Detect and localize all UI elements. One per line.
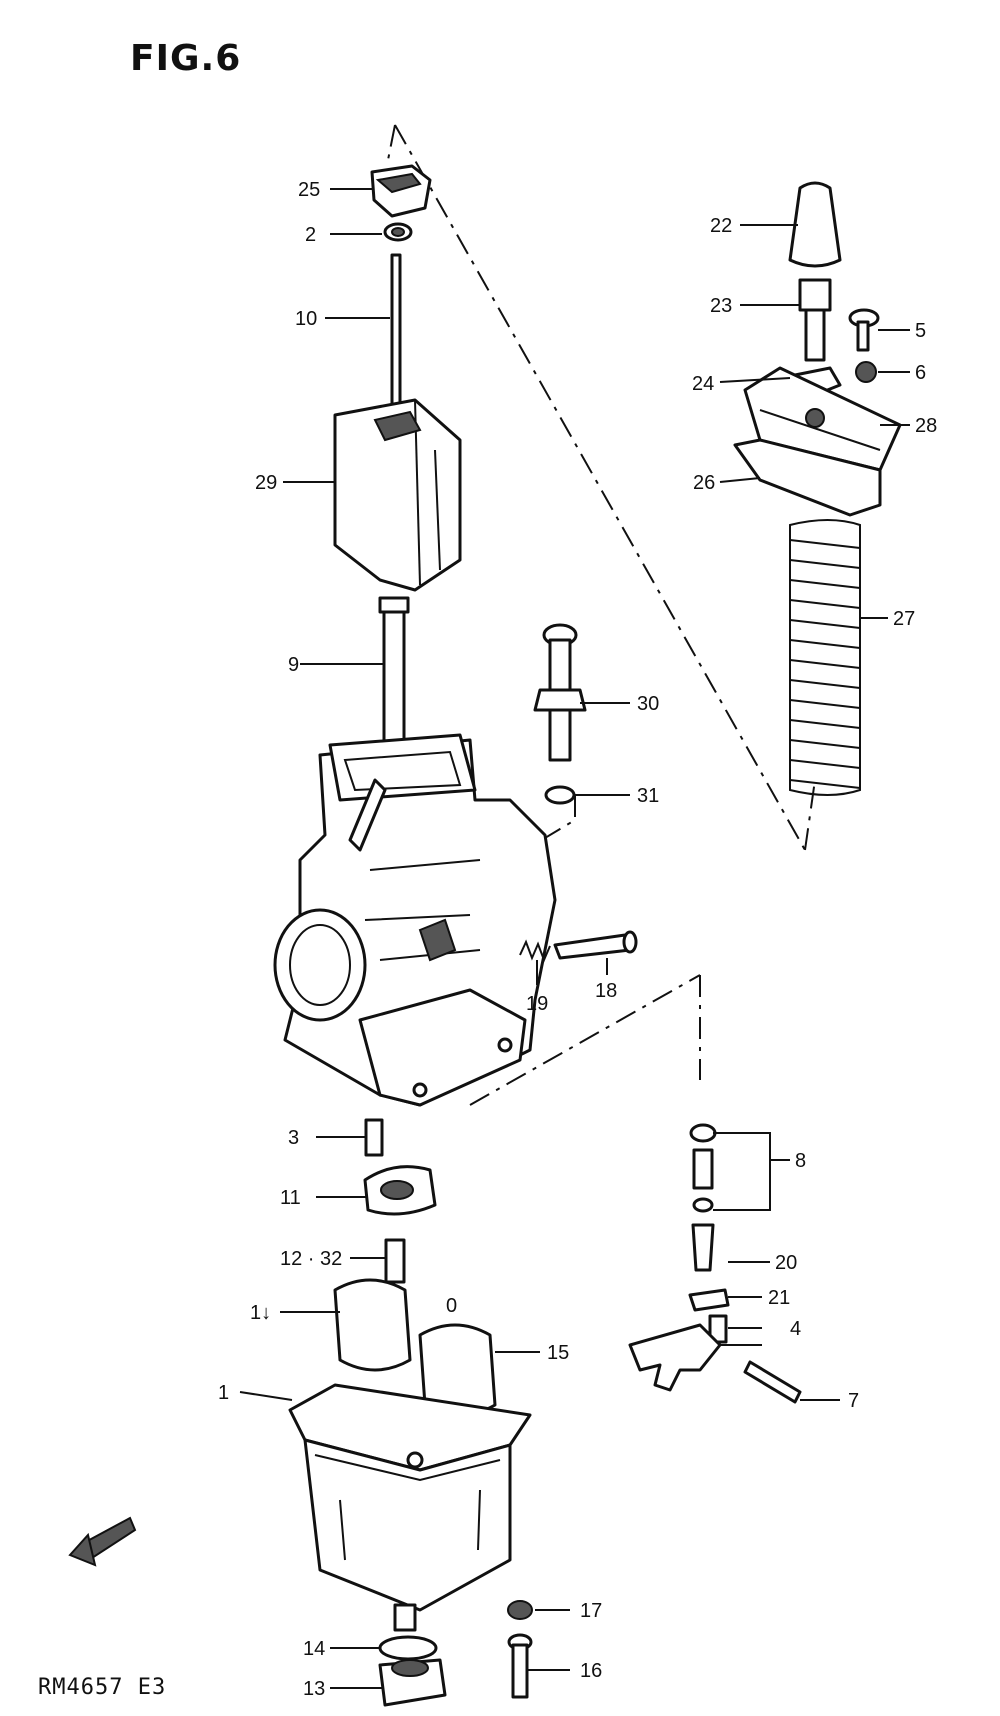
part-14-o-ring bbox=[378, 1635, 438, 1661]
callout-7: 7 bbox=[848, 1390, 859, 1412]
callout-31: 31 bbox=[637, 785, 659, 807]
callout-14: 14 bbox=[303, 1638, 325, 1660]
callout-13: 13 bbox=[303, 1678, 325, 1700]
callout-10-upper: 10 bbox=[295, 308, 317, 330]
part-13-drain-plug bbox=[378, 1658, 447, 1707]
part-19-spring bbox=[519, 939, 551, 963]
callout-8: 8 bbox=[795, 1150, 806, 1172]
callout-25: 25 bbox=[298, 179, 320, 201]
part-6-washer bbox=[855, 361, 877, 383]
callout-0: 0 bbox=[446, 1295, 457, 1317]
callout-3: 3 bbox=[288, 1127, 299, 1149]
callout-23: 23 bbox=[710, 295, 732, 317]
part-22-cap bbox=[788, 181, 842, 268]
callout-1-lower: 1 bbox=[218, 1382, 229, 1404]
part-23-adjuster bbox=[798, 278, 832, 362]
carburetor-body bbox=[273, 733, 557, 1107]
part-26-gasket bbox=[733, 438, 882, 517]
part-18-screw bbox=[553, 930, 638, 960]
callout-28: 28 bbox=[915, 415, 937, 437]
part-27-spring bbox=[789, 519, 861, 796]
callout-21: 21 bbox=[768, 1287, 790, 1309]
callout-9: 9 bbox=[288, 654, 299, 676]
callout-17: 17 bbox=[580, 1600, 602, 1622]
part-12-32-main-jet bbox=[384, 1238, 406, 1284]
part-29-throttle-valve bbox=[333, 398, 462, 592]
callout-12-32: 12 · 32 bbox=[280, 1248, 342, 1270]
part-1-float-bowl bbox=[288, 1383, 532, 1632]
part-25-cap bbox=[370, 164, 432, 218]
leader-lines bbox=[239, 188, 910, 1689]
callout-24: 24 bbox=[692, 373, 714, 395]
callout-30: 30 bbox=[637, 693, 659, 715]
callout-4: 4 bbox=[790, 1318, 801, 1340]
callout-26: 26 bbox=[693, 472, 715, 494]
part-8-needle-valve-set bbox=[689, 1123, 717, 1272]
part-9-rod bbox=[378, 596, 410, 745]
callout-19: 19 bbox=[526, 993, 548, 1015]
callout-18: 18 bbox=[595, 980, 617, 1002]
callout-20: 20 bbox=[775, 1252, 797, 1274]
part-2-clip bbox=[383, 222, 413, 242]
part-3-jet bbox=[364, 1118, 384, 1157]
reference-lines bbox=[387, 124, 816, 1106]
callout-27: 27 bbox=[893, 608, 915, 630]
part-16-screw bbox=[507, 1633, 533, 1699]
callout-2: 2 bbox=[305, 224, 316, 246]
part-20-clip bbox=[688, 1288, 730, 1312]
part-5-screw bbox=[848, 308, 880, 352]
drawing-code: RM4657 E3 bbox=[38, 1675, 167, 1700]
part-17-clip bbox=[507, 1600, 533, 1620]
callout-22: 22 bbox=[710, 215, 732, 237]
part-31-o-ring bbox=[544, 785, 576, 805]
callout-labels: 25 2 10 29 9 22 23 5 24 6 28 26 27 30 31… bbox=[218, 179, 937, 1700]
figure-title: FIG.6 bbox=[130, 38, 242, 79]
callout-6: 6 bbox=[915, 362, 926, 384]
part-4-float-arm bbox=[628, 1323, 722, 1392]
forward-arrow-icon bbox=[68, 1516, 137, 1567]
part-11-baffle bbox=[363, 1165, 437, 1216]
callout-15: 15 bbox=[547, 1342, 569, 1364]
part-30-pilot-screw bbox=[533, 623, 587, 762]
part-10-needle bbox=[390, 253, 402, 427]
callout-5: 5 bbox=[915, 320, 926, 342]
callout-29: 29 bbox=[255, 472, 277, 494]
callout-11: 11 bbox=[280, 1187, 301, 1209]
callout-16: 16 bbox=[580, 1660, 602, 1682]
float-left bbox=[333, 1278, 412, 1372]
part-7-pin bbox=[743, 1360, 802, 1404]
callout-1-upper: 1↓ bbox=[250, 1302, 271, 1324]
